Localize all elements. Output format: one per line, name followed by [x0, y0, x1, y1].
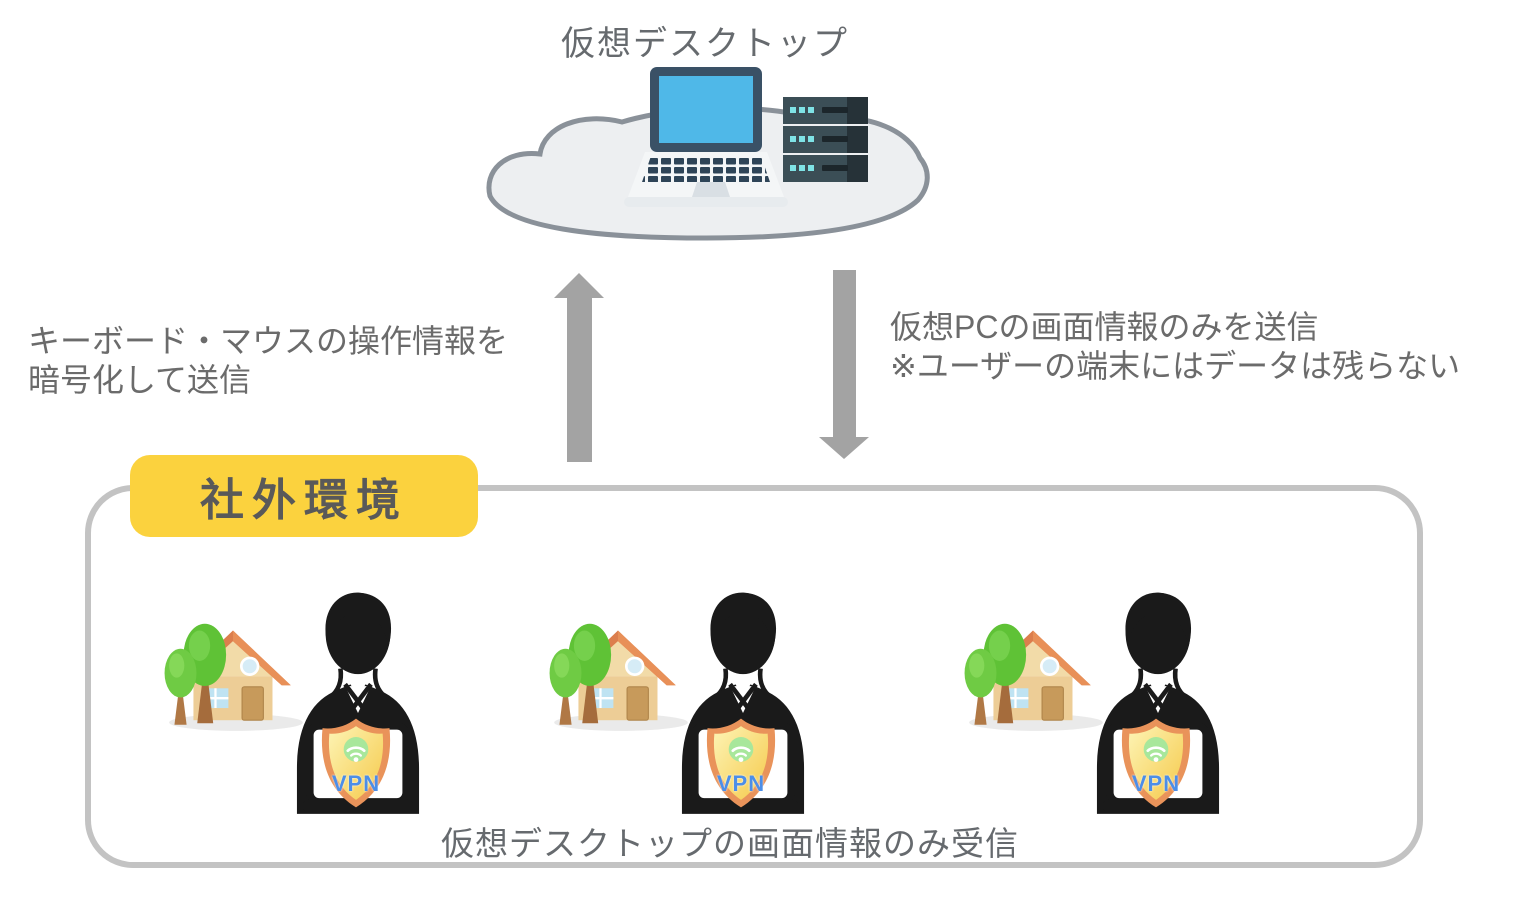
server-rack-icon	[783, 97, 868, 182]
upload-flow-label: キーボード・マウスの操作情報を 暗号化して送信	[28, 322, 508, 400]
zone-caption: 仮想デスクトップの画面情報のみ受信	[441, 825, 1019, 862]
arrow-up-icon	[554, 273, 604, 462]
vpn-shield-label: VPN	[716, 771, 766, 796]
page-title: 仮想デスクトップ	[561, 25, 849, 63]
vpn-shield-label: VPN	[1131, 771, 1181, 796]
download-flow-line2: ※ユーザーの端末にはデータは残らない	[890, 348, 1461, 384]
vpn-shield-label: VPN	[331, 771, 381, 796]
external-zone-badge: 社外環境	[130, 455, 478, 537]
upload-flow-line1: キーボード・マウスの操作情報を	[28, 323, 509, 359]
remote-user-group-1: VPN	[158, 583, 438, 818]
download-flow-label: 仮想PCの画面情報のみを送信 ※ユーザーの端末にはデータは残らない	[890, 308, 1460, 386]
upload-flow-line2: 暗号化して送信	[28, 362, 252, 398]
virtual-desktop-cloud	[486, 67, 930, 241]
laptop-icon	[624, 67, 788, 207]
arrow-down-icon	[819, 270, 869, 459]
remote-user-group-3: VPN	[958, 583, 1238, 818]
external-zone-badge-label: 社外環境	[200, 476, 408, 525]
download-flow-line1: 仮想PCの画面情報のみを送信	[890, 309, 1319, 345]
remote-user-group-2: VPN	[543, 583, 823, 818]
